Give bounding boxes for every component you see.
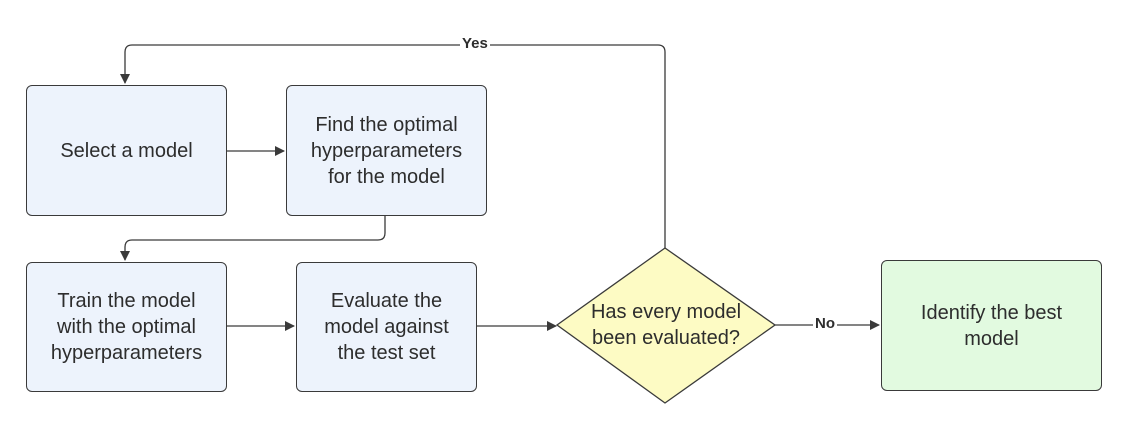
find-hyperparameters-label: Find the optimal hyperparameters for the…: [310, 113, 463, 188]
evaluate-model-label: Evaluate the model against the test set: [324, 290, 449, 364]
train-model-node: Train the model with the optimal hyperpa…: [26, 262, 227, 392]
identify-best-label: Identify the best model: [920, 301, 1063, 350]
train-model-label: Train the model with the optimal hyperpa…: [50, 290, 203, 364]
decision-diamond: [555, 247, 777, 404]
yes-edge-label: Yes: [460, 35, 490, 52]
find-hyperparameters-node: Find the optimal hyperparameters for the…: [286, 85, 487, 216]
no-edge-label: No: [813, 315, 837, 332]
evaluate-model-node: Evaluate the model against the test set: [296, 262, 477, 392]
identify-best-node: Identify the best model: [881, 260, 1102, 391]
edge-find-to-train: [120, 216, 386, 261]
select-model-node: Select a model: [26, 85, 227, 216]
decision-label: Has every model been evaluated?: [590, 301, 742, 349]
select-model-label: Select a model: [60, 139, 193, 162]
edge-decision-yes: [120, 44, 666, 248]
